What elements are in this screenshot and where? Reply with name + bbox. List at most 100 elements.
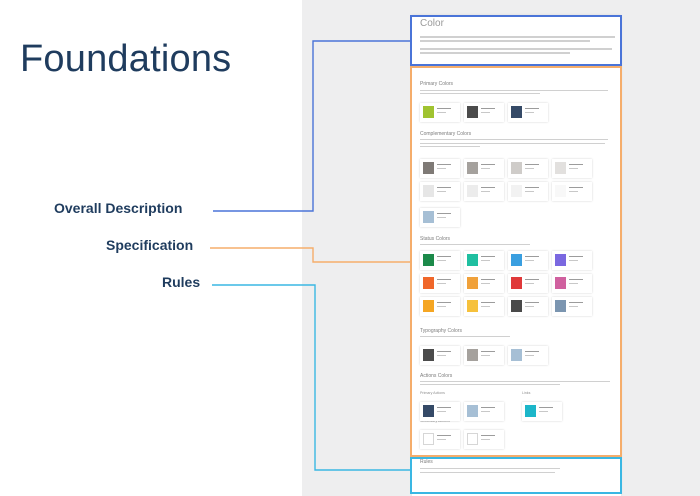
- swatch-hex-line: [525, 168, 534, 169]
- rules-line: [420, 472, 555, 473]
- section-complementary-colors: Complementary Colors: [420, 131, 472, 137]
- color-swatch: [423, 254, 434, 266]
- color-swatch-card: [420, 103, 460, 122]
- color-swatch: [555, 277, 566, 289]
- swatch-name-line: [481, 187, 495, 189]
- color-swatch-card: [508, 297, 548, 316]
- swatch-hex-line: [437, 260, 446, 261]
- swatch-hex-line: [437, 439, 446, 440]
- section-desc-line: [420, 244, 530, 245]
- swatch-hex-line: [437, 306, 446, 307]
- color-swatch: [467, 300, 478, 312]
- swatch-hex-line: [481, 112, 490, 113]
- doc-description-line: [420, 52, 570, 54]
- swatch-name-line: [481, 164, 495, 166]
- overall-description-label: Overall Description: [54, 200, 183, 216]
- subsection-links: Links: [522, 391, 531, 395]
- swatch-name-line: [437, 279, 451, 281]
- swatch-name-line: [437, 187, 451, 189]
- swatch-hex-line: [437, 112, 446, 113]
- swatch-name-line: [481, 407, 495, 409]
- specification-highlight: [410, 66, 622, 457]
- color-swatch-card: [464, 297, 504, 316]
- color-swatch: [423, 211, 434, 223]
- color-swatch-card: [508, 346, 548, 365]
- color-swatch-card: [420, 159, 460, 178]
- swatch-hex-line: [437, 168, 446, 169]
- color-swatch: [511, 106, 522, 118]
- color-swatch: [467, 405, 478, 417]
- swatch-hex-line: [525, 283, 534, 284]
- color-swatch-card: [552, 251, 592, 270]
- page-title: Foundations: [20, 38, 232, 80]
- swatch-hex-line: [525, 112, 534, 113]
- swatch-hex-line: [437, 411, 446, 412]
- color-swatch-card: [508, 274, 548, 293]
- color-swatch-card: [420, 402, 460, 421]
- color-swatch: [511, 162, 522, 174]
- color-swatch: [423, 277, 434, 289]
- swatch-name-line: [525, 302, 539, 304]
- color-swatch: [467, 254, 478, 266]
- swatch-hex-line: [569, 168, 578, 169]
- swatch-name-line: [569, 256, 583, 258]
- color-swatch: [511, 349, 522, 361]
- swatch-name-line: [437, 435, 451, 437]
- swatch-name-line: [569, 302, 583, 304]
- section-desc-line: [420, 384, 560, 385]
- color-swatch-card: [508, 251, 548, 270]
- color-swatch: [423, 300, 434, 312]
- color-swatch-card: [464, 402, 504, 421]
- color-swatch: [555, 254, 566, 266]
- color-swatch-card: [508, 159, 548, 178]
- color-swatch: [511, 254, 522, 266]
- swatch-hex-line: [481, 260, 490, 261]
- swatch-hex-line: [525, 260, 534, 261]
- doc-description-line: [420, 36, 615, 38]
- color-swatch-card: [420, 182, 460, 201]
- color-swatch: [511, 277, 522, 289]
- swatch-hex-line: [481, 306, 490, 307]
- color-swatch: [467, 277, 478, 289]
- swatch-hex-line: [481, 283, 490, 284]
- swatch-hex-line: [569, 306, 578, 307]
- swatch-hex-line: [525, 191, 534, 192]
- swatch-name-line: [481, 279, 495, 281]
- color-swatch-card: [464, 103, 504, 122]
- color-swatch: [423, 185, 434, 197]
- section-status-colors: Status Colors: [420, 236, 451, 242]
- swatch-name-line: [481, 108, 495, 110]
- swatch-name-line: [569, 279, 583, 281]
- swatch-hex-line: [525, 306, 534, 307]
- section-typography-colors: Typography Colors: [420, 328, 462, 334]
- color-swatch: [467, 185, 478, 197]
- section-desc-line: [420, 143, 605, 144]
- color-swatch: [511, 300, 522, 312]
- swatch-hex-line: [481, 168, 490, 169]
- swatch-name-line: [525, 351, 539, 353]
- color-swatch-card: [552, 274, 592, 293]
- swatch-name-line: [437, 108, 451, 110]
- swatch-name-line: [569, 187, 583, 189]
- swatch-hex-line: [569, 191, 578, 192]
- color-swatch: [555, 300, 566, 312]
- color-swatch-card: [464, 159, 504, 178]
- color-swatch: [467, 433, 478, 445]
- color-swatch-card: [420, 274, 460, 293]
- color-swatch-card: [464, 251, 504, 270]
- swatch-hex-line: [481, 355, 490, 356]
- swatch-hex-line: [437, 355, 446, 356]
- color-swatch: [467, 349, 478, 361]
- swatch-hex-line: [437, 217, 446, 218]
- color-swatch-card: [420, 430, 460, 449]
- color-swatch: [423, 349, 434, 361]
- swatch-name-line: [437, 164, 451, 166]
- swatch-name-line: [525, 279, 539, 281]
- color-swatch: [555, 162, 566, 174]
- color-swatch: [555, 185, 566, 197]
- swatch-hex-line: [525, 355, 534, 356]
- section-desc-line: [420, 381, 610, 382]
- color-swatch: [423, 106, 434, 118]
- color-swatch: [423, 405, 434, 417]
